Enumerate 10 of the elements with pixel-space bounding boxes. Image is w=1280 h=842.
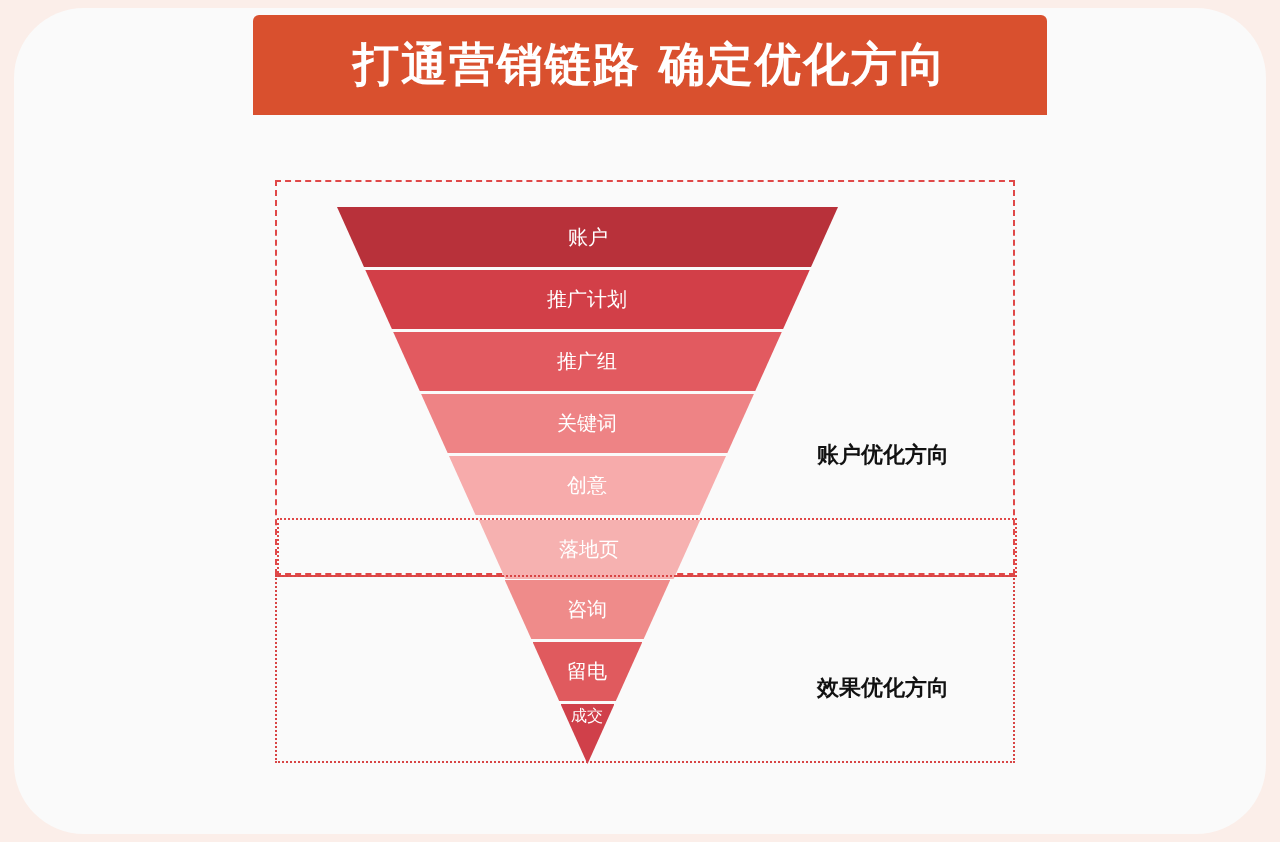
dashed-frame (275, 575, 1015, 763)
funnel-segment: 关键词 (421, 394, 754, 453)
funnel-segment: 账户 (337, 207, 838, 267)
funnel-segment: 推广组 (393, 332, 782, 391)
title-banner: 打通营销链路 确定优化方向 (253, 15, 1047, 115)
funnel-segment: 创意 (448, 456, 726, 515)
region-label: 效果优化方向 (817, 674, 949, 702)
highlight-frame (277, 518, 1017, 577)
region-label: 账户优化方向 (817, 441, 949, 469)
funnel-segment: 推广计划 (365, 270, 810, 329)
